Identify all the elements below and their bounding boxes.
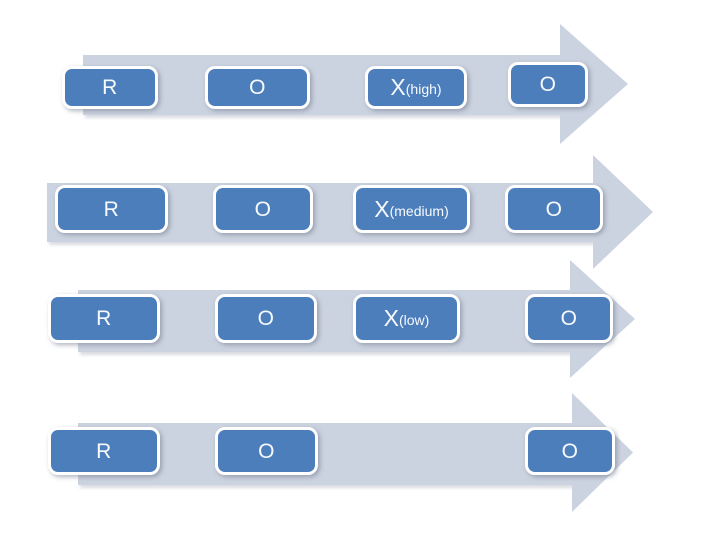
process-box-o: O bbox=[205, 66, 310, 109]
arrow-shaft bbox=[83, 55, 560, 115]
box-label: O bbox=[539, 73, 557, 96]
box-label: O bbox=[560, 307, 578, 330]
arrow-shaft bbox=[78, 423, 572, 485]
process-box-r: R bbox=[55, 185, 168, 233]
box-label: R bbox=[103, 197, 120, 221]
process-box-o: O bbox=[213, 185, 313, 233]
box-label: O bbox=[545, 197, 563, 221]
box-label: R bbox=[96, 307, 112, 330]
process-box-o: O bbox=[508, 62, 588, 107]
box-label: X bbox=[390, 74, 406, 100]
process-box-o: O bbox=[215, 294, 317, 343]
box-label: O bbox=[561, 439, 579, 463]
box-label: O bbox=[257, 307, 275, 330]
box-label: X bbox=[374, 195, 390, 222]
box-label: O bbox=[254, 197, 272, 221]
process-box-o: O bbox=[525, 294, 613, 343]
box-label: X bbox=[383, 305, 399, 331]
box-sublabel: (low) bbox=[399, 312, 430, 328]
box-sublabel: (medium) bbox=[389, 202, 449, 219]
box-label: O bbox=[258, 439, 275, 463]
box-label: R bbox=[102, 76, 118, 99]
process-box-r: R bbox=[62, 66, 158, 109]
box-label: R bbox=[96, 439, 112, 463]
process-box-x-medium: X(medium) bbox=[353, 185, 470, 233]
process-box-o: O bbox=[505, 185, 603, 233]
process-box-x-high: X(high) bbox=[365, 66, 467, 109]
process-box-o: O bbox=[525, 427, 615, 475]
box-label: O bbox=[249, 76, 266, 99]
process-box-x-low: X(low) bbox=[353, 294, 460, 343]
arrow-shaft bbox=[78, 290, 570, 352]
process-box-r: R bbox=[48, 294, 160, 343]
process-box-o: O bbox=[215, 427, 318, 475]
process-box-r: R bbox=[48, 427, 160, 475]
box-sublabel: (high) bbox=[405, 81, 442, 97]
